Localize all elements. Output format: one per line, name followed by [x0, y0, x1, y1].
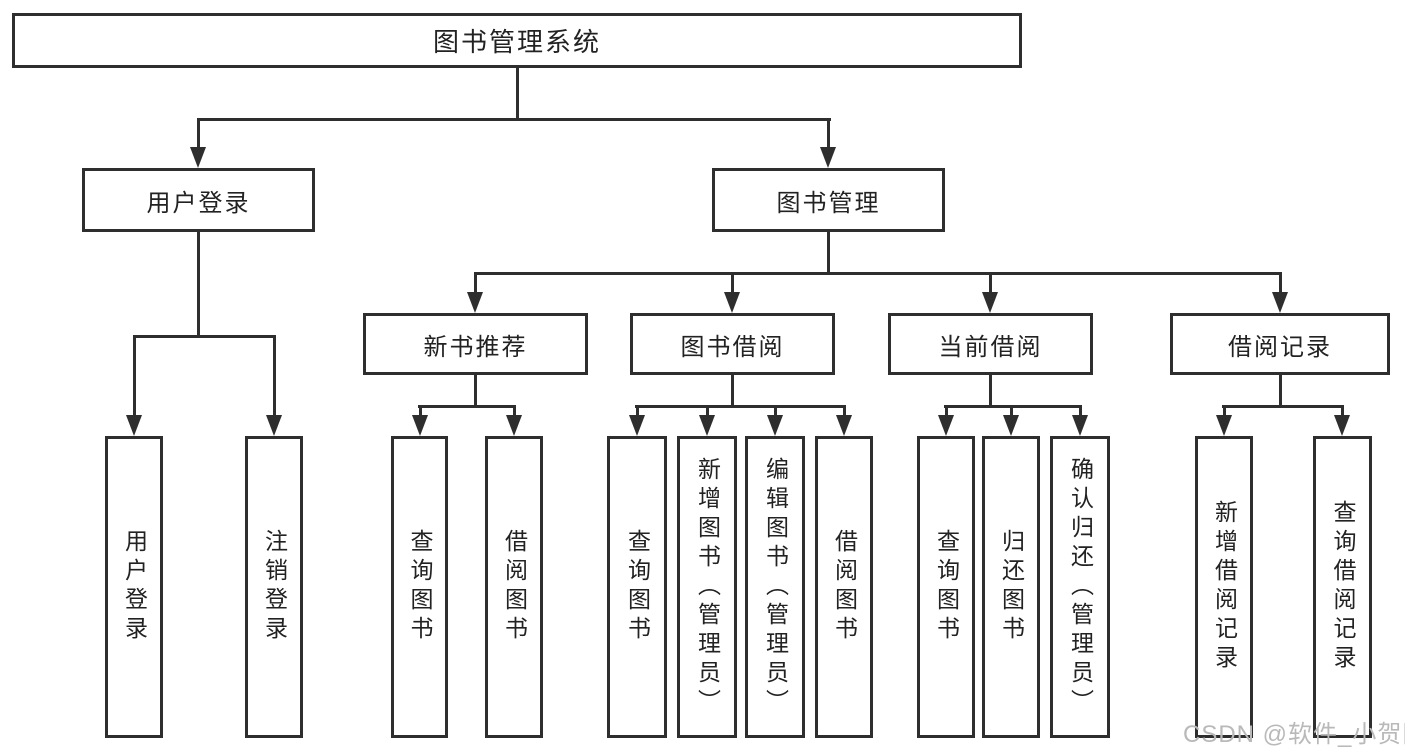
- node-borrow-record-label: 借阅记录: [1228, 333, 1332, 361]
- arrow-down-icon: [767, 408, 783, 436]
- leaf-bb-query-book: 查询图书: [607, 436, 667, 738]
- arrow-down-icon: [629, 408, 645, 436]
- leaf-logout-label: 注销登录: [261, 529, 288, 645]
- arrow-down-icon: [1334, 408, 1350, 436]
- leaf-bb-add-book-label: 新增图书（管理员）: [694, 456, 721, 718]
- arrow-down-icon: [724, 275, 740, 313]
- arrow-down-icon: [190, 121, 206, 168]
- connector-h-level2: [474, 272, 1282, 275]
- connector-v-user-login: [197, 232, 200, 338]
- arrow-down-icon: [820, 121, 836, 168]
- leaf-bb-borrow-book: 借阅图书: [815, 436, 873, 738]
- connector-h-user-login: [133, 335, 276, 338]
- csdn-watermark: CSDN @软件_小贺同学: [1183, 721, 1405, 748]
- arrow-down-icon: [266, 338, 282, 436]
- connector-v-current-borrow: [989, 375, 992, 408]
- node-new-book-recommend: 新书推荐: [363, 313, 588, 375]
- connector-v-root: [516, 68, 519, 121]
- node-book-borrow-label: 图书借阅: [680, 333, 785, 361]
- leaf-bb-edit-book-label: 编辑图书（管理员）: [762, 456, 789, 718]
- leaf-br-query-record-label: 查询借阅记录: [1330, 500, 1356, 674]
- leaf-nb-query-book-label: 查询图书: [407, 529, 433, 645]
- leaf-user-login-label: 用户登录: [121, 529, 148, 645]
- node-user-login-label: 用户登录: [146, 189, 251, 217]
- connector-h-new-book: [418, 405, 516, 408]
- node-root: 图书管理系统: [12, 13, 1022, 68]
- arrow-down-icon: [1272, 275, 1288, 313]
- node-current-borrow: 当前借阅: [888, 313, 1093, 375]
- arrow-down-icon: [699, 408, 715, 436]
- leaf-user-login: 用户登录: [105, 436, 163, 738]
- arrow-down-icon: [412, 408, 428, 436]
- arrow-down-icon: [1003, 408, 1019, 436]
- arrow-down-icon: [126, 338, 142, 436]
- connector-v-book-borrow: [731, 375, 734, 408]
- arrow-down-icon: [938, 408, 954, 436]
- node-book-borrow: 图书借阅: [630, 313, 835, 375]
- leaf-bb-query-book-label: 查询图书: [624, 529, 651, 645]
- arrow-down-icon: [1216, 408, 1232, 436]
- arrow-down-icon: [506, 408, 522, 436]
- leaf-br-query-record: 查询借阅记录: [1313, 436, 1372, 738]
- leaf-cb-confirm-return-label: 确认归还（管理员）: [1067, 456, 1094, 718]
- leaf-cb-confirm-return: 确认归还（管理员）: [1050, 436, 1110, 738]
- node-new-book-recommend-label: 新书推荐: [423, 333, 528, 361]
- leaf-nb-borrow-book-label: 借阅图书: [501, 529, 528, 645]
- leaf-nb-borrow-book: 借阅图书: [485, 436, 543, 738]
- leaf-nb-query-book: 查询图书: [391, 436, 448, 738]
- leaf-cb-query-book: 查询图书: [917, 436, 975, 738]
- node-borrow-record: 借阅记录: [1170, 313, 1390, 375]
- arrow-down-icon: [467, 275, 483, 313]
- node-book-management: 图书管理: [712, 168, 945, 232]
- leaf-cb-query-book-label: 查询图书: [933, 529, 960, 645]
- connector-h-current-borrow: [944, 405, 1082, 408]
- connector-v-book-management: [827, 232, 830, 275]
- connector-h-level1: [197, 118, 831, 121]
- connector-h-borrow-record: [1222, 405, 1344, 408]
- node-book-management-label: 图书管理: [776, 189, 881, 217]
- node-user-login: 用户登录: [82, 168, 315, 232]
- leaf-cb-return-book: 归还图书: [982, 436, 1040, 738]
- leaf-cb-return-book-label: 归还图书: [998, 529, 1025, 645]
- leaf-bb-add-book: 新增图书（管理员）: [677, 436, 737, 738]
- connector-v-borrow-record: [1279, 375, 1282, 408]
- node-root-label: 图书管理系统: [432, 27, 601, 57]
- leaf-br-add-record: 新增借阅记录: [1195, 436, 1253, 738]
- leaf-logout: 注销登录: [245, 436, 303, 738]
- leaf-bb-edit-book: 编辑图书（管理员）: [745, 436, 805, 738]
- arrow-down-icon: [982, 275, 998, 313]
- arrow-down-icon: [1072, 408, 1088, 436]
- connector-h-book-borrow: [635, 405, 846, 408]
- connector-v-new-book: [474, 375, 477, 408]
- node-current-borrow-label: 当前借阅: [938, 333, 1043, 361]
- leaf-br-add-record-label: 新增借阅记录: [1211, 500, 1238, 674]
- leaf-bb-borrow-book-label: 借阅图书: [831, 529, 858, 645]
- arrow-down-icon: [836, 408, 852, 436]
